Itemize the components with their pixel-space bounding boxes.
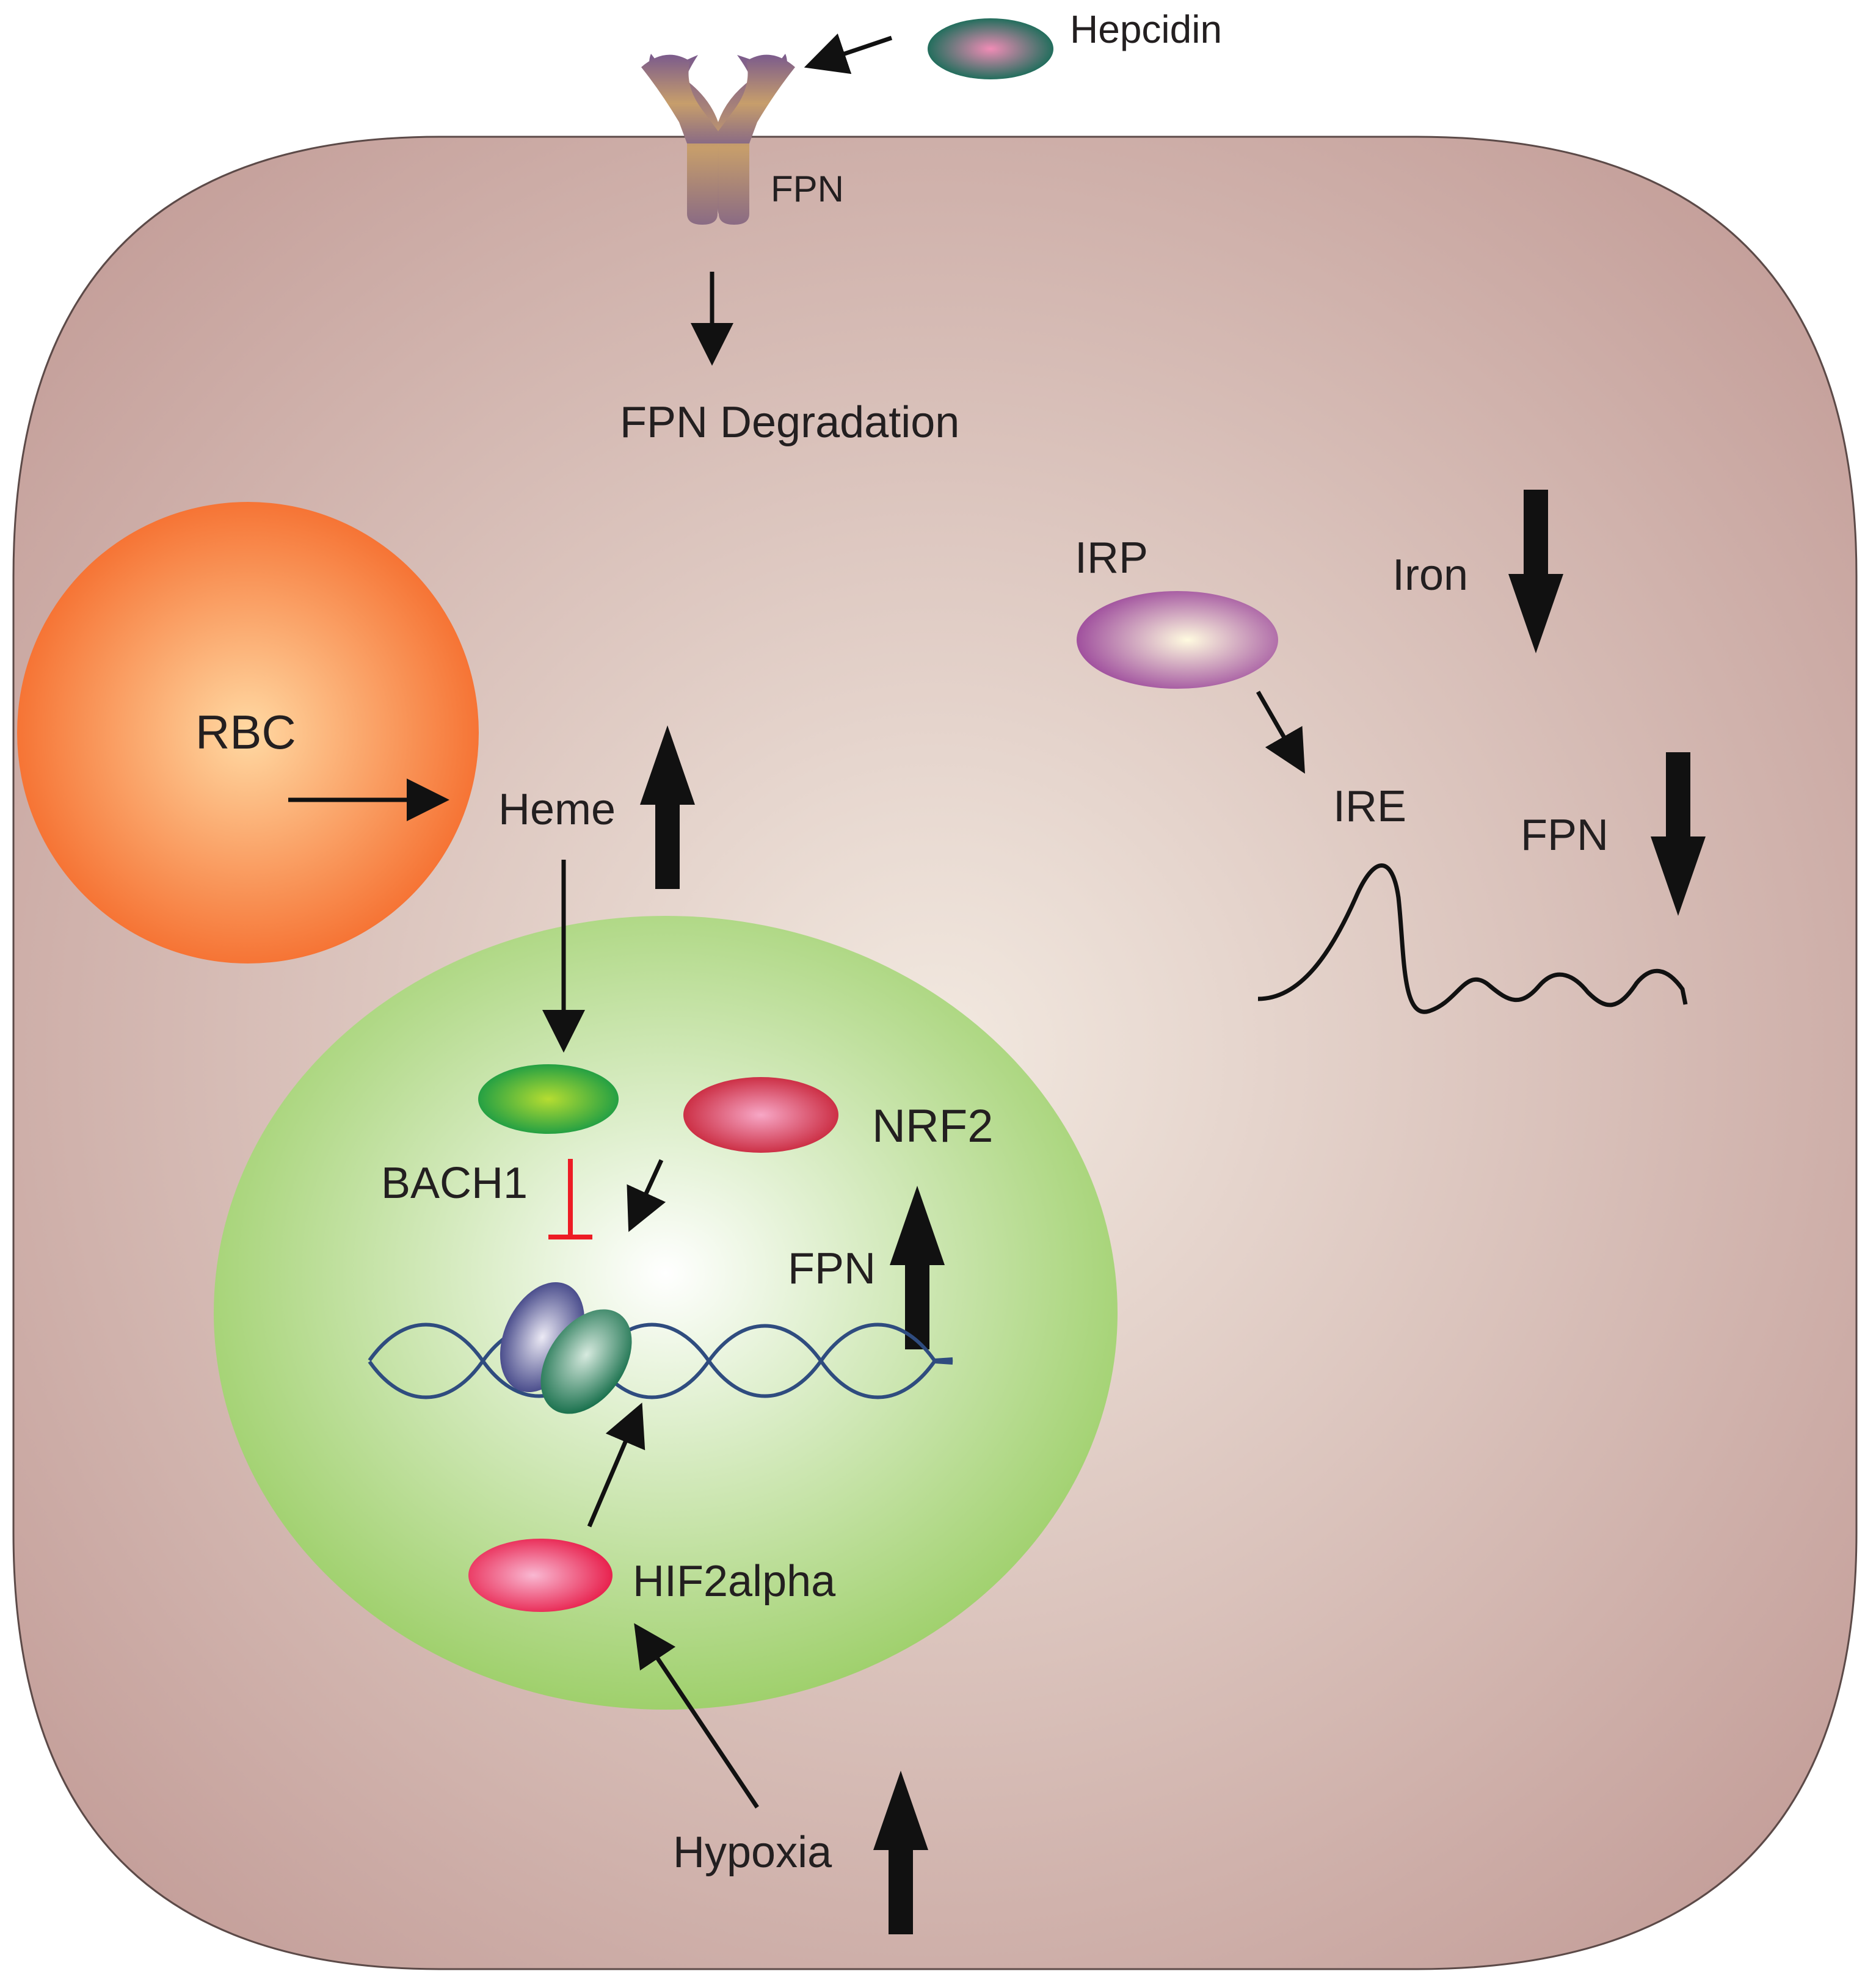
irp-protein	[1077, 591, 1278, 689]
hepcidin-label: Hepcidin	[1070, 7, 1222, 51]
hif2alpha-protein	[468, 1539, 613, 1612]
heme-increase-arrow	[640, 725, 695, 889]
fpn-receptor-label: FPN	[771, 169, 844, 209]
ire-label: IRE	[1333, 782, 1406, 831]
irp-to-ire-arrow	[1256, 691, 1305, 774]
hepcidin-binding-arrow	[804, 33, 893, 74]
iron-decrease-arrow	[1508, 490, 1563, 653]
iron-label: Iron	[1392, 551, 1468, 600]
heme-label: Heme	[498, 785, 616, 834]
hypoxia-increase-arrow	[873, 1771, 928, 1934]
nrf2-to-dna-arrow	[627, 1159, 666, 1232]
irp-label: IRP	[1075, 534, 1148, 582]
hypoxia-to-hif-arrow	[634, 1623, 759, 1809]
fpn-increase-label: FPN	[788, 1244, 876, 1293]
transcription-factor-green	[540, 1309, 632, 1414]
bach1-protein	[478, 1064, 619, 1134]
hypoxia-label: Hypoxia	[673, 1828, 832, 1877]
red-blood-cell	[17, 502, 479, 963]
ire-mrna-stemloop	[1257, 863, 1688, 1014]
bach1-label: BACH1	[381, 1159, 528, 1208]
nrf2-protein	[683, 1077, 838, 1153]
fpn-increase-arrow	[890, 1186, 945, 1349]
fpn-decrease-label: FPN	[1521, 811, 1609, 860]
fpn-degradation-label: FPN Degradation	[620, 398, 959, 447]
nrf2-label: NRF2	[872, 1100, 993, 1152]
fpn-decrease-arrow	[1651, 752, 1706, 916]
hif-to-dna-arrow	[587, 1402, 645, 1528]
dna-helix	[368, 1323, 953, 1399]
ferroportin-receptor	[641, 54, 795, 225]
bach1-inhibition-symbol	[548, 1159, 592, 1239]
hepcidin-molecule	[928, 18, 1053, 79]
rbc-label: RBC	[195, 705, 296, 759]
nucleus	[214, 916, 1118, 1710]
hif2alpha-label: HIF2alpha	[633, 1557, 836, 1606]
